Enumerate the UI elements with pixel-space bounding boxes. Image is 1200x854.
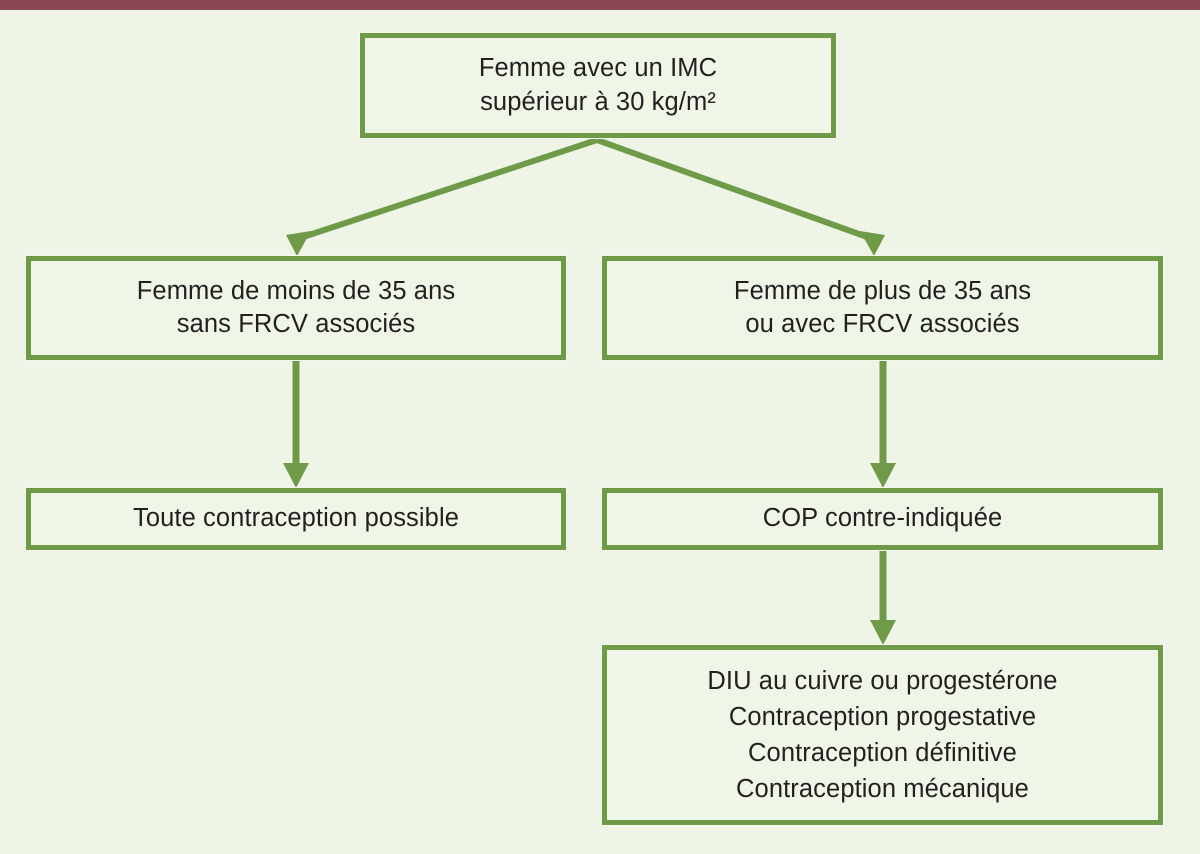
node-over-35-or-frcv-line-2: ou avec FRCV associés (745, 310, 1020, 338)
node-bmi-over-30-line-2: supérieur à 30 kg/m² (480, 87, 716, 116)
node-alternative-options-line-3: Contraception définitive (748, 739, 1017, 767)
node-all-contraception-possible[interactable]: Toute contraception possible (25, 487, 567, 551)
top-accent-bar (0, 0, 1200, 10)
node-over-35-or-frcv[interactable]: Femme de plus de 35 ans ou avec FRCV ass… (601, 255, 1164, 361)
node-alternative-options-line-1: DIU au cuivre ou progestérone (707, 666, 1058, 695)
edge-older-to-cop (870, 360, 896, 488)
node-under-35-no-frcv-line-1: Femme de moins de 35 ans (136, 276, 456, 305)
node-under-35-no-frcv-line-2: sans FRCV associés (176, 310, 416, 338)
node-alternative-options-line-4: Contraception mécanique (736, 775, 1029, 804)
node-over-35-or-frcv-line-1: Femme de plus de 35 ans (733, 276, 1032, 305)
node-under-35-no-frcv[interactable]: Femme de moins de 35 ans sans FRCV assoc… (25, 255, 567, 361)
edge-young-to-allmeth (283, 360, 309, 488)
edge-top-to-older (595, 137, 885, 256)
node-all-contraception-possible-line-1: Toute contraception possible (132, 504, 459, 533)
edge-cop-to-options (870, 550, 896, 645)
node-cop-contraindicated-line-1: COP contre-indiquée (762, 504, 1003, 533)
node-alternative-options-line-2: Contraception progestative (728, 702, 1037, 731)
node-bmi-over-30-line-1: Femme avec un IMC (478, 54, 718, 83)
node-alternative-options[interactable]: DIU au cuivre ou progestérone Contracept… (601, 644, 1164, 826)
node-bmi-over-30[interactable]: Femme avec un IMC supérieur à 30 kg/m² (359, 32, 837, 139)
node-cop-contraindicated[interactable]: COP contre-indiquée (601, 487, 1164, 551)
edge-top-to-young (286, 137, 598, 256)
